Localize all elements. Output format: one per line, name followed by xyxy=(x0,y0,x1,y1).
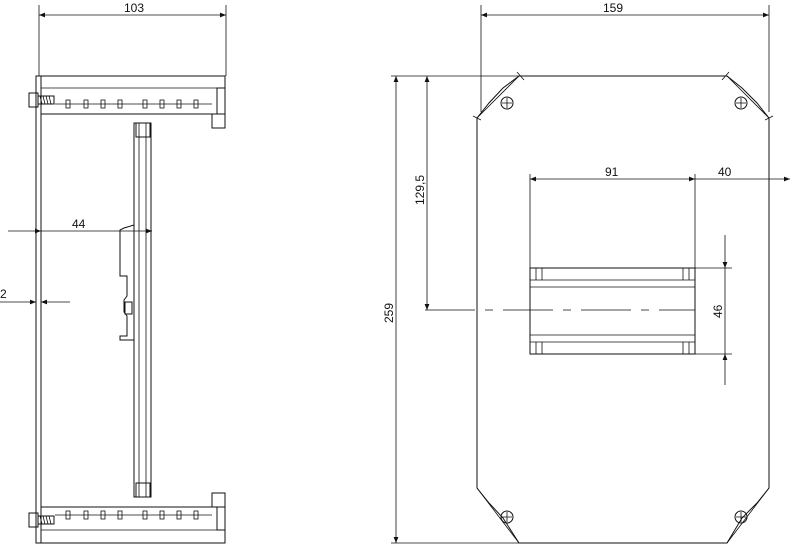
screw-icon xyxy=(500,96,514,110)
bracket-slots-bottom xyxy=(55,510,212,520)
screw-icon xyxy=(28,512,55,528)
dim-label-129-5: 129,5 xyxy=(413,175,427,205)
dimension-front-height: 259 xyxy=(382,75,519,544)
bottom-bracket xyxy=(28,492,226,544)
dim-label-46: 46 xyxy=(711,304,725,318)
dimension-rail-length: 91 xyxy=(529,165,696,268)
top-bracket xyxy=(28,75,226,129)
din-rail-profile xyxy=(119,224,135,341)
screw-icon xyxy=(734,510,748,524)
dim-label-91: 91 xyxy=(605,165,619,179)
dim-label-44: 44 xyxy=(72,217,86,231)
dimension-rail-height: 46 xyxy=(695,235,732,385)
dim-label-103: 103 xyxy=(124,1,144,15)
screw-icon xyxy=(734,96,748,110)
mounting-bar xyxy=(133,122,152,498)
dimension-rail-center: 129,5 xyxy=(413,76,430,310)
screw-icon xyxy=(500,510,514,524)
dim-label-40: 40 xyxy=(718,165,732,179)
front-view: 159 259 129,5 91 40 xyxy=(382,1,790,544)
dimension-front-width: 159 xyxy=(480,1,770,112)
screw-icon xyxy=(28,92,55,108)
dimension-rail-margin: 40 xyxy=(695,165,790,182)
dimension-side-offset: 2 xyxy=(0,287,70,305)
dim-label-259: 259 xyxy=(382,303,396,323)
bracket-slots-top xyxy=(55,99,212,109)
dimension-side-width: 103 xyxy=(38,1,227,76)
din-rail-front xyxy=(425,267,696,355)
side-view: 103 xyxy=(0,1,227,544)
dimension-side-depth: 44 xyxy=(8,217,152,234)
side-front-plate xyxy=(35,75,42,544)
dim-label-2: 2 xyxy=(0,287,7,301)
dim-label-159: 159 xyxy=(603,1,623,15)
